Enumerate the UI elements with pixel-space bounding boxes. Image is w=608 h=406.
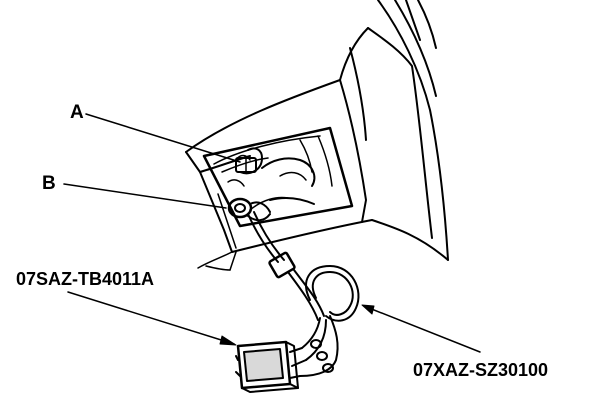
dashboard-lower-panel xyxy=(185,79,449,271)
adapter-harness xyxy=(247,211,325,321)
test-box xyxy=(235,340,299,393)
callout-tool-right: 07XAZ-SZ30100 xyxy=(413,360,549,380)
looped-lead xyxy=(305,265,360,322)
callout-tool-left: 07SAZ-TB4011A xyxy=(16,269,155,289)
connector-a xyxy=(235,157,257,173)
leader-arrow-tool-left xyxy=(67,291,237,346)
leader-line-a xyxy=(85,113,241,163)
callout-b: B xyxy=(42,173,56,194)
vehicle-body-panel xyxy=(339,0,449,261)
test-leads xyxy=(289,315,339,379)
callout-a: A xyxy=(70,102,84,123)
leader-line-b xyxy=(63,183,227,209)
dashboard-opening xyxy=(202,126,354,228)
leader-arrow-tool-right xyxy=(361,304,481,353)
